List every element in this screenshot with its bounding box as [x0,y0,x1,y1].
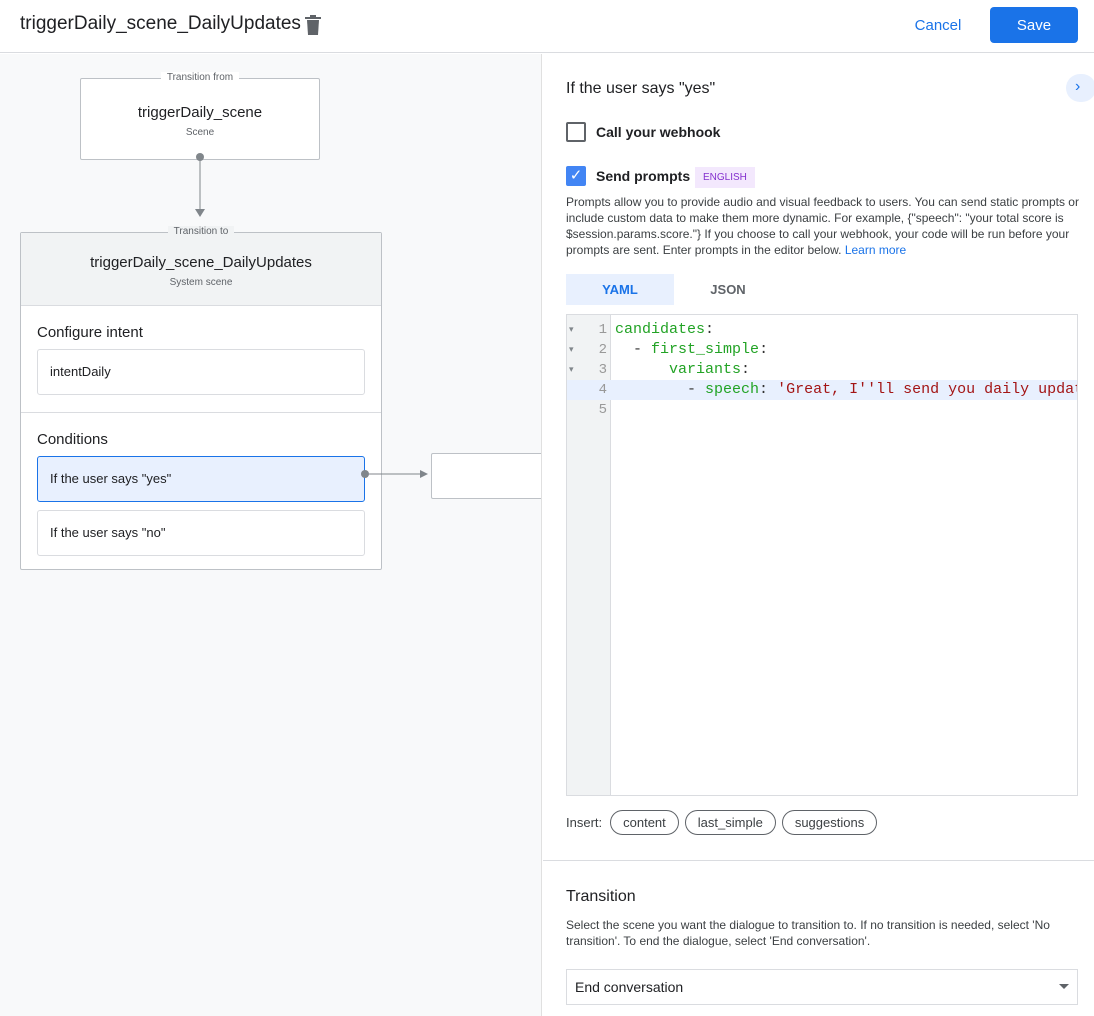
transition-from-node[interactable]: Transition from triggerDaily_scene Scene [80,72,320,160]
insert-label: Insert: [566,815,603,830]
save-button[interactable]: Save [990,7,1078,43]
intent-item[interactable]: intentDaily [37,349,365,395]
header: triggerDaily_scene_DailyUpdates Cancel S… [0,0,1094,53]
condition-connector [361,470,428,478]
webhook-label: Call your webhook [596,124,721,140]
transition-heading: Transition [566,888,636,905]
line-number: 5 [598,402,607,418]
node-label: Transition to [167,226,235,237]
fold-icon[interactable]: ▾ [569,325,574,335]
fold-icon[interactable]: ▾ [569,365,574,375]
cancel-button[interactable]: Cancel [903,8,973,42]
tab-json[interactable]: JSON [710,282,746,297]
node-label: Transition from [160,72,240,83]
target-scene-node[interactable] [431,453,541,499]
code-line: ▾3 variants: [569,361,751,378]
line-number: 1 [598,322,607,338]
code-line: 4 - speech: 'Great, I''ll send you daily… [567,380,1077,400]
configure-intent-heading: Configure intent [37,324,143,341]
description-text: Prompts allow you to provide audio and v… [566,195,1079,257]
dropdown-arrow-icon [1059,984,1069,994]
tab-yaml[interactable]: YAML [566,274,674,305]
prompts-description: Prompts allow you to provide audio and v… [566,194,1081,258]
condition-no[interactable]: If the user says "no" [37,510,365,556]
condition-yes[interactable]: If the user says "yes" [37,456,365,502]
scene-canvas: Transition from triggerDaily_scene Scene… [0,54,542,1016]
line-number: 2 [598,342,607,358]
trash-icon[interactable] [304,15,322,35]
node-title: triggerDaily_scene [137,104,263,121]
line-number: 3 [598,362,607,378]
insert-chip-content[interactable]: content [610,810,679,835]
condition-panel: › If the user says "yes" Call your webho… [543,54,1094,1016]
line-number: 4 [598,382,607,398]
insert-chip-last-simple[interactable]: last_simple [684,810,776,835]
transition-description: Select the scene you want the dialogue t… [566,918,1050,948]
fold-icon[interactable]: ▾ [569,345,574,355]
chevron-right-icon[interactable]: › [1066,74,1094,102]
transition-value: End conversation [575,979,684,995]
code-line: ▾2 - first_simple: [569,341,769,358]
insert-chip-suggestions[interactable]: suggestions [781,810,878,835]
send-prompts-label: Send prompts [596,168,691,184]
transition-to-node: Transition to triggerDaily_scene_DailyUp… [20,226,382,570]
code-line: 5 [567,400,1077,420]
node-subtitle: Scene [185,127,215,138]
node-title: triggerDaily_scene_DailyUpdates [90,254,312,271]
connector-arrow [195,153,205,217]
page-title: triggerDaily_scene_DailyUpdates [20,13,301,34]
insert-row: Insert: content last_simple suggestions [566,810,883,835]
conditions-heading: Conditions [37,431,108,448]
check-icon: ✓ [569,167,583,184]
transition-select[interactable]: End conversation [566,969,1078,1005]
language-badge: ENGLISH [695,167,755,188]
learn-more-link[interactable]: Learn more [844,243,907,257]
webhook-checkbox[interactable] [566,122,586,142]
divider [543,860,1094,861]
node-subtitle: System scene [169,277,233,288]
send-prompts-checkbox[interactable]: ✓ [566,166,586,186]
panel-heading: If the user says "yes" [566,80,716,97]
